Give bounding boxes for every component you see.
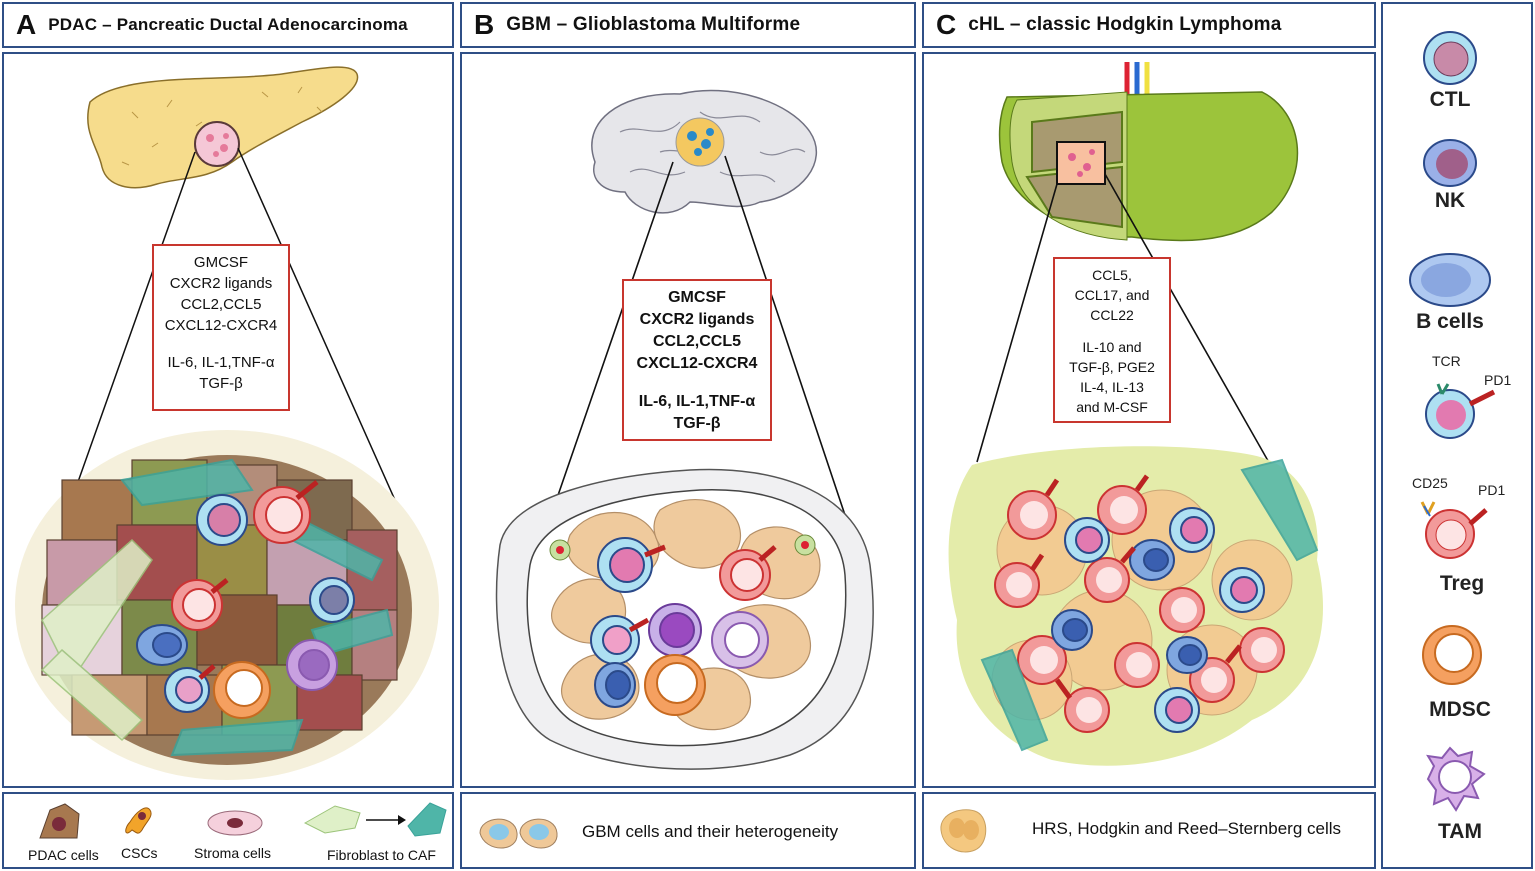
legend-label: Fibroblast to CAF xyxy=(327,847,436,863)
legend-label: GBM cells and their heterogeneity xyxy=(582,822,839,841)
panel-c-letter: C xyxy=(936,9,957,40)
pancreas-illustration xyxy=(61,66,408,528)
panel-b-cytokine-box: GMCSF CXCR2 ligands CCL2,CCL5 CXCL12-CXC… xyxy=(622,279,772,441)
treg-icon xyxy=(1420,501,1488,559)
cytokine: IL-4, IL-13 xyxy=(1080,379,1144,395)
cd8-tcell-with-pd1-icon xyxy=(1425,383,1496,439)
fibroblast-to-caf-icon xyxy=(303,802,447,837)
legend-label: PDAC cells xyxy=(28,847,99,863)
panel-c-cytokine-box: CCL5, CCL17, and CCL22 IL-10 and TGF-β, … xyxy=(1053,257,1171,423)
nk-label: NK xyxy=(1434,189,1466,212)
cytokine: CXCL12-CXCR4 xyxy=(636,355,758,372)
panel-a-letter: A xyxy=(16,9,37,40)
cytokine: CXCR2 ligands xyxy=(169,275,273,292)
cytokine: CXCL12-CXCR4 xyxy=(164,317,278,334)
ctl-label: CTL xyxy=(1429,88,1471,111)
cytokine: GMCSF xyxy=(193,254,249,271)
tam-label: TAM xyxy=(1438,820,1482,843)
cd25-label: CD25 xyxy=(1412,475,1448,491)
legend-label: HRS, Hodgkin and Reed–Sternberg cells xyxy=(1032,819,1342,838)
csc-icon xyxy=(125,807,152,834)
stroma-cell-icon xyxy=(207,810,263,836)
tcr-label: TCR xyxy=(1432,353,1461,369)
chl-tumor-microenvironment xyxy=(948,446,1324,766)
cytokine: TGF-β, PGE2 xyxy=(1069,359,1155,375)
mdsc-icon xyxy=(1422,625,1482,685)
panel-c-legend xyxy=(922,792,1376,869)
tam-icon xyxy=(1426,746,1486,812)
cytokine: CCL2,CCL5 xyxy=(180,296,262,313)
cytokine: and M-CSF xyxy=(1076,399,1148,415)
b-cell-icon xyxy=(1409,253,1491,307)
b-cells-label: B cells xyxy=(1416,310,1484,333)
panel-a-title: PDAC – Pancreatic Ductal Adenocarcinoma xyxy=(48,15,408,34)
gbm-tumor-microenvironment xyxy=(495,468,874,770)
panel-c-title: cHL – classic Hodgkin Lymphoma xyxy=(968,14,1282,35)
cytokine: CXCR2 ligands xyxy=(639,311,755,328)
cytokine: CCL22 xyxy=(1090,307,1134,323)
cytokine: TGF-β xyxy=(199,375,243,392)
mdsc-label: MDSC xyxy=(1429,698,1491,721)
cytokine: CCL2,CCL5 xyxy=(652,333,741,350)
cytokine: IL-10 and xyxy=(1082,339,1142,355)
cytokine: IL-6, IL-1,TNF-α xyxy=(167,354,275,371)
panel-c-title-box: C cHL – classic Hodgkin Lymphoma xyxy=(922,2,1376,48)
brain-illustration xyxy=(554,89,861,561)
pd1-label: PD1 xyxy=(1478,482,1506,498)
legend-label: CSCs xyxy=(121,845,158,861)
panel-b-title: GBM – Glioblastoma Multiforme xyxy=(506,14,801,35)
hrs-cell-icon xyxy=(940,809,987,853)
cytokine: CCL17, and xyxy=(1074,287,1150,303)
cytokine: IL-6, IL-1,TNF-α xyxy=(638,393,756,410)
cytokine: TGF-β xyxy=(673,415,721,432)
treg-label: Treg xyxy=(1439,572,1485,595)
gbm-cells-icon xyxy=(479,818,558,849)
nk-icon xyxy=(1423,139,1477,187)
pdac-tumor-microenvironment xyxy=(15,430,439,780)
lymph-node-illustration xyxy=(976,62,1318,548)
cytokine: CCL5, xyxy=(1092,267,1132,283)
legend-label: Stroma cells xyxy=(194,845,272,861)
pd1-label: PD1 xyxy=(1484,372,1512,388)
panel-b-letter: B xyxy=(474,9,495,40)
cytokine: GMCSF xyxy=(668,289,726,306)
panel-a-cytokine-box: GMCSF CXCR2 ligands CCL2,CCL5 CXCL12-CXC… xyxy=(152,244,290,411)
panel-b-title-box: B GBM – Glioblastoma Multiforme xyxy=(460,2,916,48)
pdac-cell-icon xyxy=(39,803,80,839)
ctl-icon xyxy=(1423,31,1477,85)
panel-a-title-box: A PDAC – Pancreatic Ductal Adenocarcinom… xyxy=(2,2,454,48)
